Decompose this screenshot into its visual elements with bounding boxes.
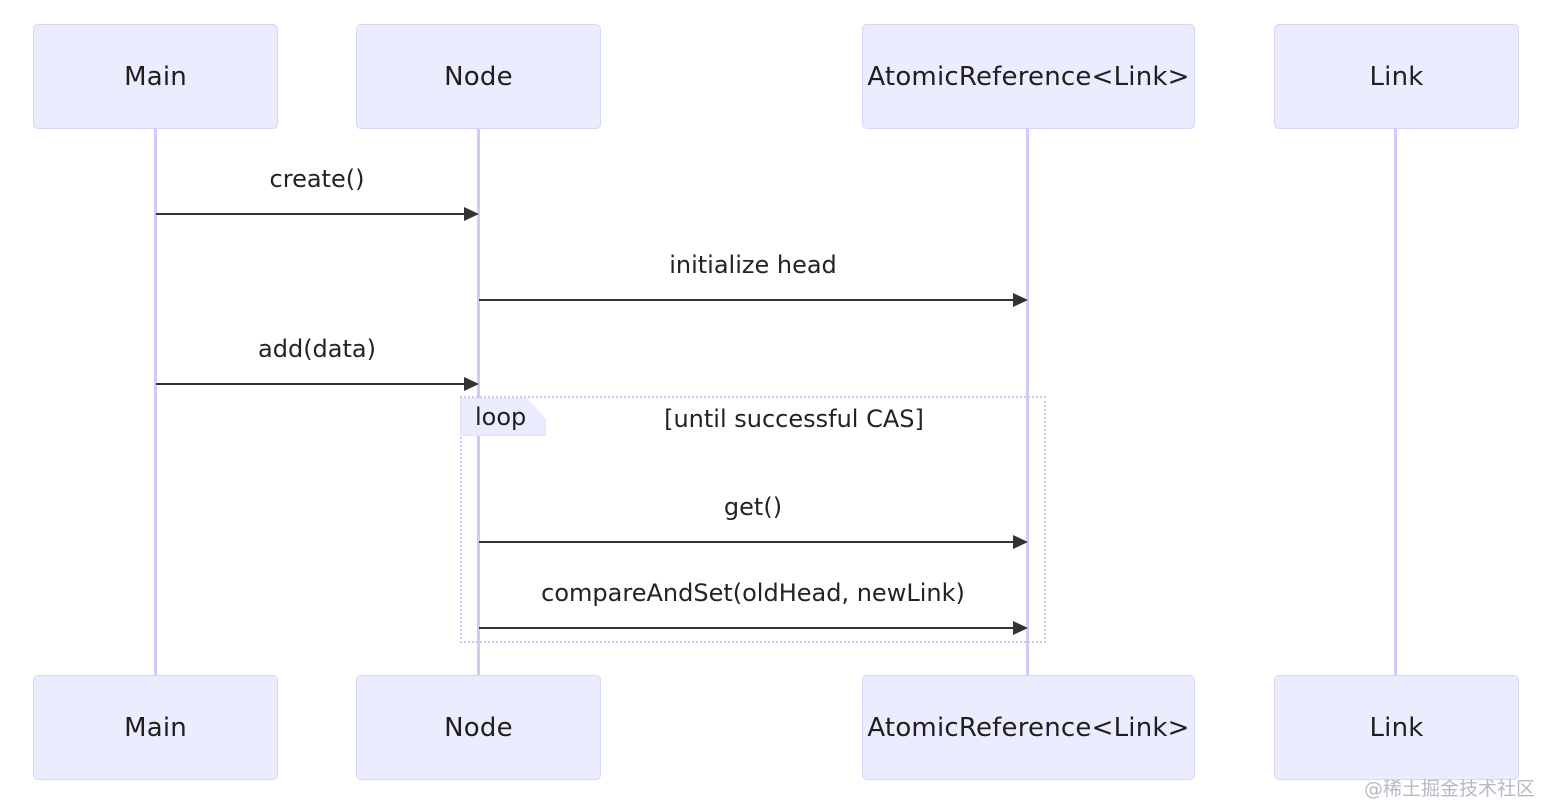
participant-box-bottom-atomicreference[interactable]: AtomicReference<Link> [862,675,1195,780]
message-create-arrowhead-icon [464,207,479,221]
participant-label-bottom-atomicreference: AtomicReference<Link> [867,712,1190,743]
participant-label-link: Link [1369,61,1424,92]
participant-label-atomicreference: AtomicReference<Link> [867,61,1190,92]
lifeline-main [154,129,157,675]
message-create-label: create() [269,165,365,193]
participant-box-bottom-node[interactable]: Node [356,675,601,780]
message-initialize-head-line [479,299,1013,301]
message-get-arrowhead-icon [1013,535,1028,549]
loop-fragment-condition: [until successful CAS] [664,405,924,433]
message-add-data-label: add(data) [258,335,376,363]
lifeline-link [1394,129,1397,675]
participant-box-top-main[interactable]: Main [33,24,278,129]
loop-fragment-box [460,396,1046,643]
participant-label-bottom-main: Main [124,712,187,743]
participant-box-top-node[interactable]: Node [356,24,601,129]
participant-label-bottom-node: Node [444,712,513,743]
participant-box-bottom-link[interactable]: Link [1274,675,1519,780]
loop-fragment-tag-label: loop [475,403,527,431]
message-get-line [479,541,1013,543]
participant-label-node: Node [444,61,513,92]
participant-box-top-link[interactable]: Link [1274,24,1519,129]
message-add-data-line [156,383,464,385]
loop-fragment-tag: loop [460,398,546,436]
message-initialize-head-label: initialize head [669,251,837,279]
message-compare-and-set-line [479,627,1013,629]
lifeline-atomic [1026,129,1029,675]
message-initialize-head-arrowhead-icon [1013,293,1028,307]
message-get-label: get() [723,493,783,521]
watermark: @稀土掘金技术社区 [1363,778,1535,800]
participant-label-bottom-link: Link [1369,712,1424,743]
message-create-line [156,213,464,215]
participant-label-main: Main [124,61,187,92]
participant-box-bottom-main[interactable]: Main [33,675,278,780]
message-compare-and-set-arrowhead-icon [1013,621,1028,635]
participant-box-top-atomicreference[interactable]: AtomicReference<Link> [862,24,1195,129]
message-add-data-arrowhead-icon [464,377,479,391]
message-compare-and-set-label: compareAndSet(oldHead, newLink) [541,579,965,607]
